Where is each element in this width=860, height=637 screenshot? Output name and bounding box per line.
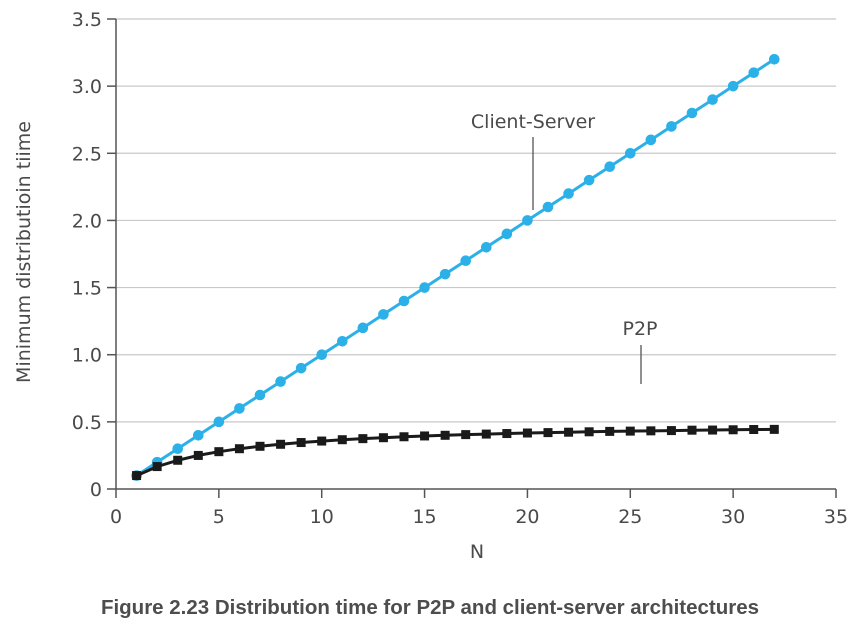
p2p-point (728, 425, 738, 435)
client-server-point (295, 362, 307, 374)
x-tick-label: 15 (412, 506, 436, 528)
y-tick-label: 1.0 (72, 345, 102, 367)
p2p-point (769, 424, 779, 434)
p2p-point (687, 425, 697, 435)
y-tick-label: 0 (90, 479, 102, 501)
p2p-point (708, 425, 718, 435)
client-server-point (316, 349, 328, 361)
client-server-point (336, 335, 348, 347)
client-server-point (234, 403, 245, 414)
p2p-point (605, 426, 615, 436)
client-server-point (480, 241, 492, 253)
p2p-point (749, 425, 759, 435)
p2p-point (625, 426, 635, 436)
p2p-point (296, 438, 306, 448)
p2p-point (255, 441, 265, 451)
x-tick-label: 5 (213, 506, 225, 528)
y-tick-label: 3.0 (72, 76, 102, 98)
client-server-point (213, 416, 225, 428)
client-server-point (419, 282, 430, 293)
x-axis-label: N (470, 541, 484, 563)
client-server-point (645, 134, 657, 146)
y-tick-label: 2.5 (72, 143, 102, 165)
client-server-point (275, 376, 286, 387)
client-server-point (604, 161, 616, 173)
p2p-point (337, 435, 347, 445)
p2p-point (378, 433, 388, 443)
p2p-point (502, 429, 512, 439)
p2p-point (214, 447, 224, 457)
client-server-point (542, 201, 554, 213)
client-server-point (378, 309, 389, 320)
client-server-point (439, 268, 451, 280)
p2p-point (420, 431, 430, 441)
client-server-point (686, 107, 698, 119)
p2p-point (666, 426, 676, 436)
p2p-annotation: P2P (622, 318, 657, 340)
client-server-point (624, 147, 636, 159)
client-server-point (357, 322, 369, 334)
p2p-line (135, 427, 775, 477)
series-layer (131, 53, 780, 481)
y-axis-label: Minimum distributioin tiime (13, 121, 35, 383)
grid-lines (116, 18, 836, 423)
p2p-point (399, 432, 409, 442)
client-server-point (398, 295, 410, 307)
p2p-point (461, 430, 471, 440)
p2p-point (152, 462, 162, 472)
p2p-point (646, 426, 656, 436)
p2p-point (358, 434, 368, 444)
figure-caption: Figure 2.23 Distribution time for P2P an… (100, 596, 760, 619)
x-tick-label: 20 (515, 506, 539, 528)
client-server-point (768, 53, 780, 65)
client-server-line (135, 58, 776, 477)
client-server-annotation: Client-Server (471, 111, 595, 133)
p2p-point (543, 428, 553, 438)
client-server-point (748, 67, 760, 79)
p2p-point (132, 471, 142, 481)
y-tick-label: 1.5 (72, 278, 102, 300)
p2p-point (440, 430, 450, 440)
p2p-point (564, 427, 574, 437)
y-tick-label: 0.5 (72, 412, 102, 434)
client-server-point (522, 215, 533, 226)
x-tick-label: 0 (110, 506, 122, 528)
x-tick-label: 25 (618, 506, 642, 528)
p2p-point (522, 428, 532, 438)
p2p-point (481, 429, 491, 439)
p2p-point (317, 436, 327, 446)
axes: 0 0.5 1.0 1.5 2.0 2.5 3.0 3.5 0 5 10 15 20 25 30 35 (72, 9, 848, 528)
x-tick-label: 30 (721, 506, 745, 528)
p2p-point (584, 427, 594, 437)
x-tick-label: 10 (310, 506, 334, 528)
client-server-point (707, 94, 718, 105)
p2p-point (234, 444, 244, 454)
client-server-point (254, 389, 266, 401)
x-tick-label: 35 (824, 506, 848, 528)
client-server-point (192, 429, 204, 441)
p2p-point (173, 455, 183, 465)
y-tick-label: 3.5 (72, 9, 102, 31)
p2p-point (276, 439, 286, 449)
client-server-point (563, 188, 574, 199)
client-server-point (583, 174, 595, 186)
client-server-point (460, 255, 472, 267)
chart: 0 0.5 1.0 1.5 2.0 2.5 3.0 3.5 0 5 10 15 20 25 30 35 Cli… (13, 9, 848, 563)
y-tick-label: 2.0 (72, 210, 102, 232)
p2p-point (193, 450, 203, 460)
client-server-point (666, 121, 677, 132)
client-server-point (501, 228, 513, 240)
client-server-point (727, 80, 739, 92)
client-server-point (172, 443, 184, 455)
